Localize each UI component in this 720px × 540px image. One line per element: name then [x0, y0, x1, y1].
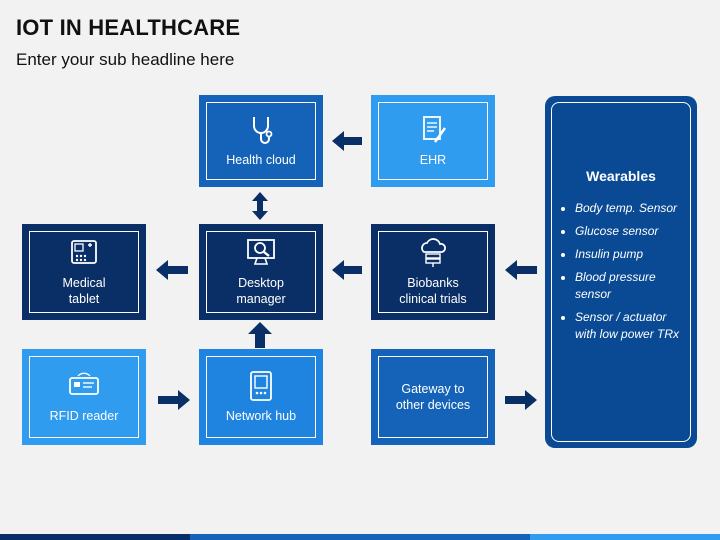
rfid-reader-label: RFID reader — [49, 409, 119, 423]
medical-tablet-label: Medical tablet — [62, 276, 106, 306]
network-hub-label: Network hub — [225, 409, 297, 423]
ehr-label: EHR — [419, 153, 447, 167]
document-pen-icon — [423, 116, 446, 143]
page-subtitle: Enter your sub headline here — [16, 50, 235, 69]
arrow-right-icon — [505, 390, 537, 410]
page-title: IOT IN HEALTHCARE — [16, 15, 241, 40]
health-cloud-label: Health cloud — [226, 153, 296, 167]
rfid-reader-box: RFID reader — [22, 349, 146, 445]
list-item: Blood pressure sensor — [575, 269, 690, 303]
arrow-left-icon — [332, 131, 362, 151]
desktop-manager-label: Desktop manager — [236, 276, 286, 306]
arrow-up-icon — [248, 322, 272, 348]
list-item: Insulin pump — [575, 246, 690, 263]
hub-device-icon — [250, 371, 272, 401]
medical-device-icon — [71, 240, 97, 264]
arrow-left-icon — [332, 260, 362, 280]
biobanks-box: Biobanks clinical trials — [371, 224, 495, 320]
footer-stripe — [0, 534, 720, 540]
network-hub-box: Network hub — [199, 349, 323, 445]
arrow-right-icon — [158, 390, 190, 410]
desktop-manager-box: Desktop manager — [199, 224, 323, 320]
wearables-list: Body temp. Sensor Glucose sensor Insulin… — [559, 200, 690, 349]
arrow-left-icon — [505, 260, 537, 280]
health-cloud-box: Health cloud — [199, 95, 323, 187]
rfid-card-icon — [69, 372, 99, 395]
cloud-database-icon — [421, 238, 446, 267]
biobanks-label: Biobanks clinical trials — [399, 276, 467, 306]
arrow-left-icon — [156, 260, 188, 280]
ehr-box: EHR — [371, 95, 495, 187]
list-item: Sensor / actuator with low power TRx — [575, 309, 690, 343]
wearables-title: Wearables — [586, 168, 656, 184]
list-item: Body temp. Sensor — [575, 200, 690, 217]
gateway-label: Gateway to other devices — [395, 382, 471, 412]
wearables-panel: Wearables Body temp. Sensor Glucose sens… — [545, 96, 697, 448]
list-item: Glucose sensor — [575, 223, 690, 240]
arrow-updown-icon — [252, 192, 268, 220]
stethoscope-icon — [253, 117, 273, 144]
desktop-search-icon — [247, 239, 275, 265]
medical-tablet-box: Medical tablet — [22, 224, 146, 320]
gateway-box: Gateway to other devices — [371, 349, 495, 445]
